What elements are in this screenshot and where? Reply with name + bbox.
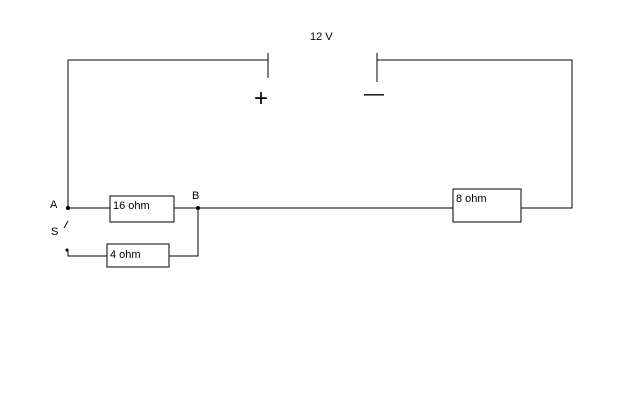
wire-b-to-r4: [169, 208, 199, 257]
resistor-8-ohm-body: [452, 188, 522, 223]
switch-label: S: [51, 226, 58, 238]
switch-blade: [63, 220, 69, 229]
wire-switch-to-r4: [67, 250, 107, 257]
battery: 12 V + —: [254, 31, 384, 112]
circuit-wires: [63, 59, 573, 257]
switch-lower-contact: [65, 248, 69, 252]
resistor-16-ohm-body: [109, 195, 175, 223]
node-b-dot: [196, 206, 200, 210]
resistor-16-ohm-label: 16 ohm: [113, 200, 150, 212]
wire-top-right: [377, 59, 573, 209]
resistor-4-ohm-body: [106, 243, 170, 268]
battery-negative-symbol: —: [364, 83, 384, 105]
node-a-dot: [66, 206, 70, 210]
battery-positive-symbol: +: [254, 85, 268, 112]
resistor-8-ohm-label: 8 ohm: [456, 193, 487, 205]
node-b-label: B: [192, 190, 199, 202]
resistor-4-ohm: 4 ohm: [106, 243, 170, 268]
node-a-label: A: [50, 199, 58, 211]
resistor-4-ohm-label: 4 ohm: [110, 249, 141, 261]
resistor-16-ohm: 16 ohm: [109, 195, 175, 223]
battery-voltage-label: 12 V: [310, 31, 333, 43]
resistor-8-ohm: 8 ohm: [452, 188, 522, 223]
